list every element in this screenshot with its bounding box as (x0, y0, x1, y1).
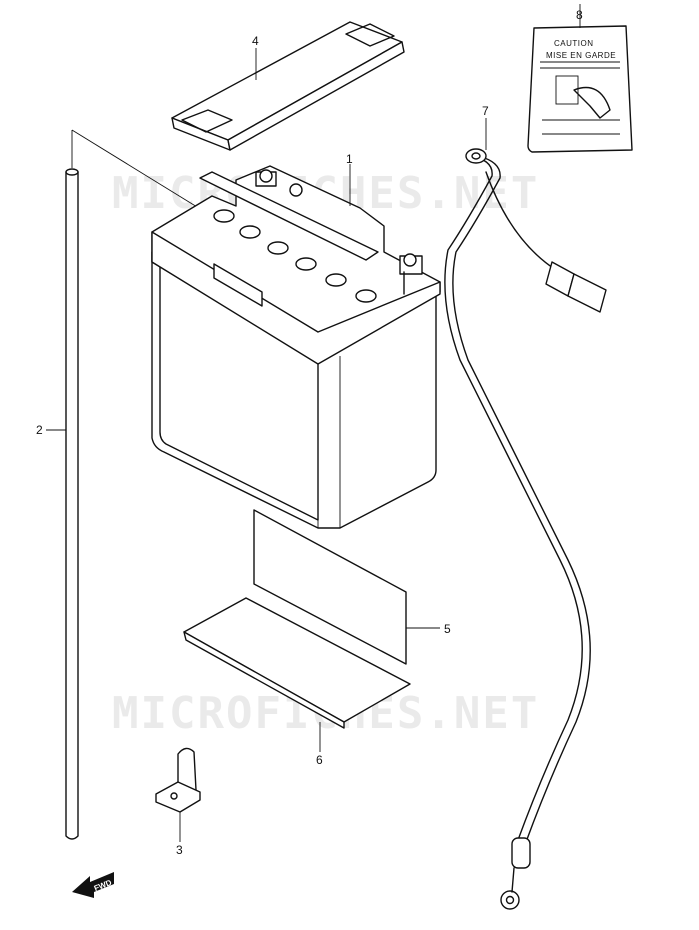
part-7-cable (444, 118, 607, 910)
caution-text-line1: CAUTION (554, 39, 594, 48)
part-8-caution-label: CAUTION MISE EN GARDE (527, 4, 633, 153)
part-6-pad (183, 597, 411, 752)
part-number-5: 5 (444, 622, 451, 636)
part-4-battery-strap (171, 21, 405, 151)
caution-text-line2: MISE EN GARDE (546, 51, 616, 60)
part-5-pad (253, 509, 440, 665)
part-number-6: 6 (316, 753, 323, 767)
part-number-2: 2 (36, 423, 43, 437)
part-number-1: 1 (346, 152, 353, 166)
part-number-3: 3 (176, 843, 183, 857)
fwd-arrow-icon: FWD (72, 872, 114, 898)
part-number-8: 8 (576, 8, 583, 22)
part-1-battery (151, 164, 441, 529)
part-2-breather-tube (46, 129, 216, 840)
part-number-7: 7 (482, 104, 489, 118)
part-3-clamp (155, 747, 201, 842)
part-number-4: 4 (252, 34, 259, 48)
